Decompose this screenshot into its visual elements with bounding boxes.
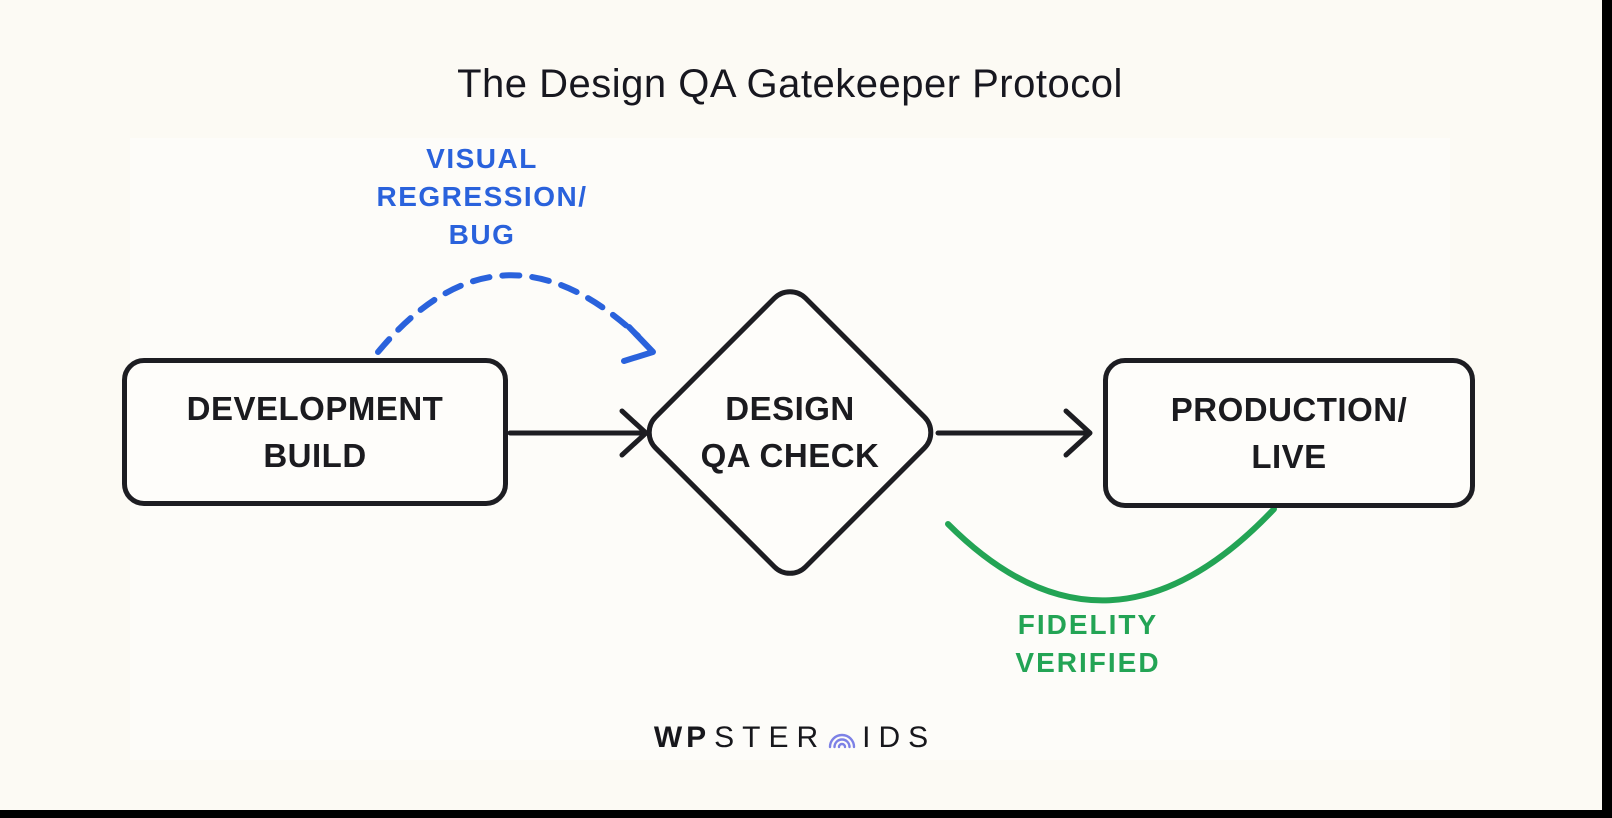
brand-logo-wp: WP xyxy=(653,721,711,754)
node-development-build: DEVELOPMENT BUILD xyxy=(122,358,508,506)
node-label-line: QA CHECK xyxy=(700,437,880,474)
arrow-regression-loopback xyxy=(375,272,656,364)
brand-logo: WP STER IDS xyxy=(0,716,1590,760)
curve-fidelity-verified xyxy=(945,506,1277,604)
design-qa-check-diamond xyxy=(646,289,934,576)
label-visual-regression-bug: VISUAL REGRESSION/ BUG xyxy=(322,140,642,254)
node-label-line: DESIGN xyxy=(725,390,855,427)
label-fidelity-verified: FIDELITY VERIFIED xyxy=(938,606,1238,682)
edge-label-line: FIDELITY xyxy=(1017,609,1159,640)
edge-label-line: REGRESSION/ xyxy=(376,181,588,212)
concentric-arcs-o-icon xyxy=(826,723,858,759)
node-label-line: DEVELOPMENT xyxy=(186,390,444,427)
edge-label-line: VISUAL xyxy=(426,143,538,174)
brand-logo-ids: IDS xyxy=(862,721,937,754)
brand-logo-ster: STER xyxy=(714,721,827,754)
node-label-line: BUILD xyxy=(263,437,367,474)
letterbox-bottom xyxy=(0,810,1612,818)
node-label-line: PRODUCTION/ xyxy=(1170,391,1408,428)
node-label-line: LIVE xyxy=(1251,438,1327,475)
arrow-build-to-qa xyxy=(507,408,649,458)
node-design-qa-check-label: DESIGN QA CHECK xyxy=(640,385,940,479)
edge-label-line: BUG xyxy=(448,219,516,250)
node-production-live: PRODUCTION/ LIVE xyxy=(1103,358,1475,508)
arrow-qa-to-production xyxy=(935,408,1093,458)
letterbox-right xyxy=(1602,0,1612,818)
page-title: The Design QA Gatekeeper Protocol xyxy=(457,62,1123,106)
edge-label-line: VERIFIED xyxy=(1015,647,1161,678)
